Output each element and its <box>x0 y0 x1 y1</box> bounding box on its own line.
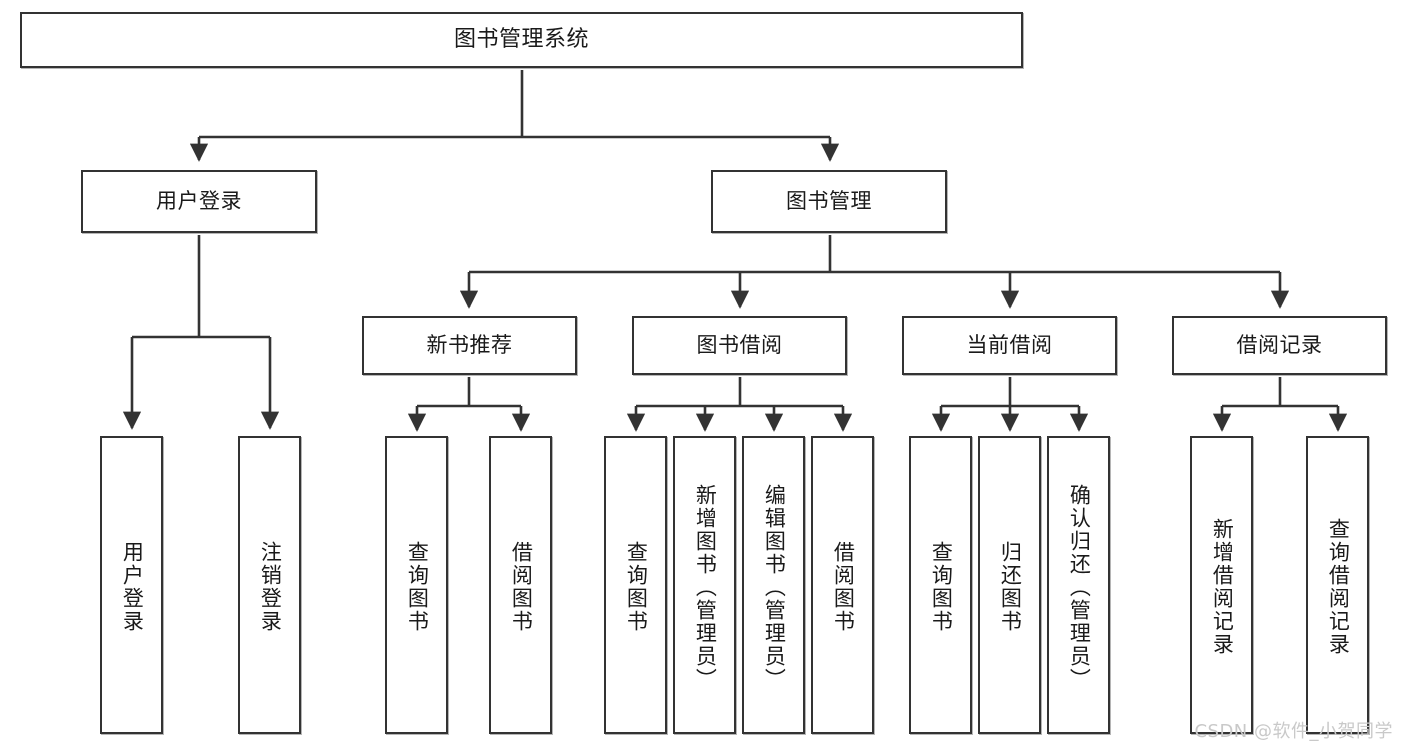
node-label: 新增图书（管理员） <box>693 483 718 691</box>
node-label: 用户登录 <box>156 188 242 213</box>
node-label: 注销登录 <box>258 541 283 633</box>
csdn-watermark: CSDN @软件_小贺同学 <box>1194 721 1393 742</box>
node-label: 当前借阅 <box>966 332 1053 357</box>
leaf-query-borrow-record[interactable]: 查询借阅记录 <box>1306 436 1369 734</box>
node-label: 查询图书 <box>624 541 649 633</box>
leaf-borrow-book-recommend[interactable]: 借阅图书 <box>489 436 552 734</box>
node-label: 归还图书 <box>998 541 1023 633</box>
node-label: 新书推荐 <box>426 332 513 357</box>
leaf-query-book-recommend[interactable]: 查询图书 <box>385 436 448 734</box>
leaf-confirm-return-admin[interactable]: 确认归还（管理员） <box>1047 436 1110 734</box>
node-label: 确认归还（管理员） <box>1067 483 1092 691</box>
node-label: 查询图书 <box>405 541 430 633</box>
leaf-add-borrow-record[interactable]: 新增借阅记录 <box>1190 436 1253 734</box>
node-current-borrow[interactable]: 当前借阅 <box>902 316 1117 375</box>
leaf-return-book[interactable]: 归还图书 <box>978 436 1041 734</box>
leaf-add-book-admin[interactable]: 新增图书（管理员） <box>673 436 736 734</box>
node-label: 查询图书 <box>929 541 954 633</box>
node-root-system[interactable]: 图书管理系统 <box>20 12 1023 68</box>
leaf-edit-book-admin[interactable]: 编辑图书（管理员） <box>742 436 805 734</box>
node-label: 编辑图书（管理员） <box>762 483 787 691</box>
leaf-query-book-current[interactable]: 查询图书 <box>909 436 972 734</box>
node-new-book-recommend[interactable]: 新书推荐 <box>362 316 577 375</box>
leaf-user-login[interactable]: 用户登录 <box>100 436 163 734</box>
node-label: 图书管理系统 <box>453 26 589 52</box>
node-book-manage[interactable]: 图书管理 <box>711 170 947 233</box>
node-borrow-record[interactable]: 借阅记录 <box>1172 316 1387 375</box>
node-book-borrow[interactable]: 图书借阅 <box>632 316 847 375</box>
node-label: 借阅记录 <box>1236 332 1323 357</box>
node-label: 借阅图书 <box>509 541 534 633</box>
node-label: 查询借阅记录 <box>1326 518 1351 656</box>
leaf-user-logout[interactable]: 注销登录 <box>238 436 301 734</box>
leaf-borrow-book[interactable]: 借阅图书 <box>811 436 874 734</box>
node-label: 借阅图书 <box>831 541 856 633</box>
node-label: 用户登录 <box>120 541 145 633</box>
node-user-login[interactable]: 用户登录 <box>81 170 317 233</box>
node-label: 新增借阅记录 <box>1210 518 1235 656</box>
node-label: 图书借阅 <box>696 332 783 357</box>
leaf-query-book-borrow[interactable]: 查询图书 <box>604 436 667 734</box>
node-label: 图书管理 <box>786 188 872 213</box>
